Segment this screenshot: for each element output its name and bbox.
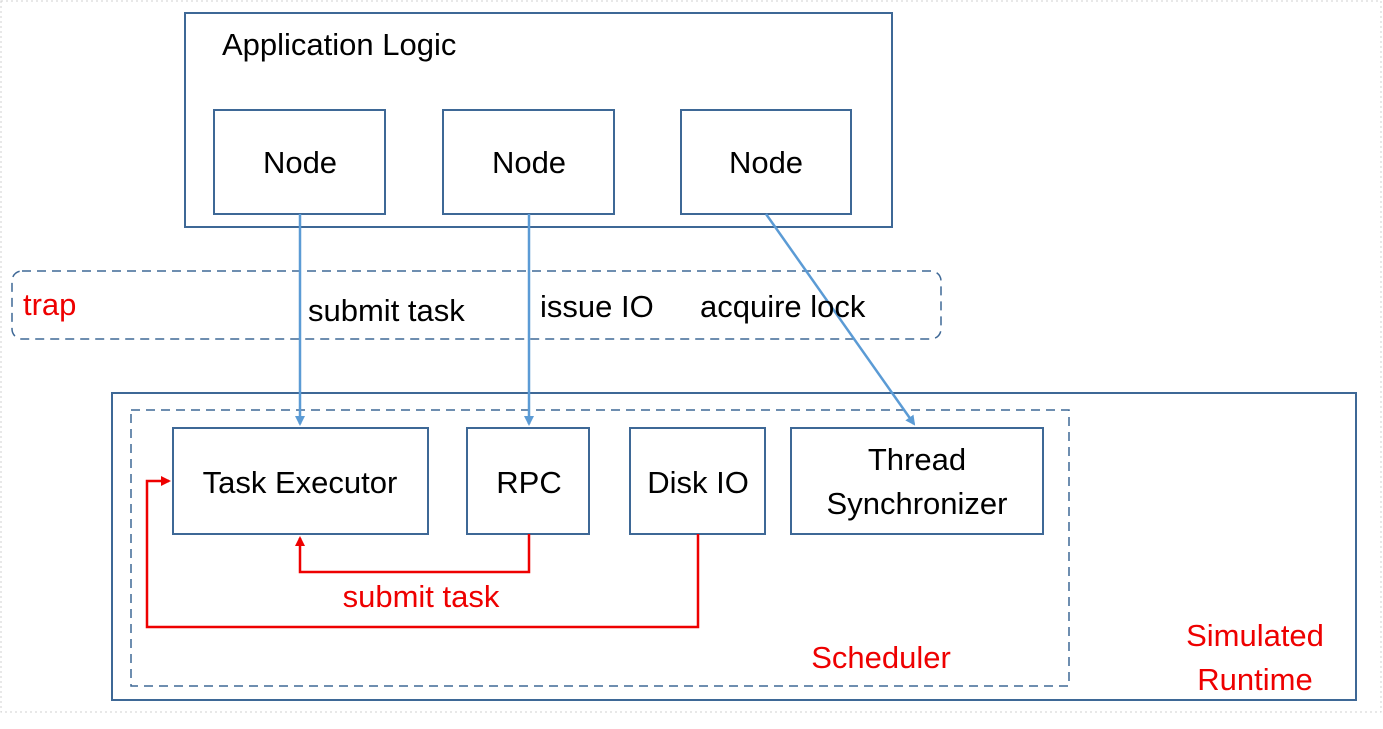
acquire-lock-arrow: [764, 213, 916, 426]
simulated-runtime-label-line2: Runtime: [1197, 662, 1312, 697]
node-1: Node: [213, 109, 386, 215]
trap-region: trap: [11, 270, 942, 340]
task-executor-box: Task Executor: [172, 427, 429, 535]
internal-submit-task-label: submit task: [343, 579, 500, 614]
disk-io-box: Disk IO: [629, 427, 766, 535]
node-1-label: Node: [263, 145, 337, 180]
disk-io-label: Disk IO: [647, 465, 749, 500]
outer-border: [0, 0, 1382, 713]
simulated-runtime-box: Simulated Runtime: [111, 392, 1357, 701]
node-3: Node: [680, 109, 852, 215]
rpc-label: RPC: [496, 465, 561, 500]
thread-synchronizer-box: Thread Synchronizer: [790, 427, 1044, 535]
submit-task-call-label: submit task: [308, 293, 465, 328]
rpc-submit-task-arrow: [295, 534, 531, 574]
application-logic-box: Application Logic: [184, 12, 893, 228]
thread-synchronizer-label-line1: Thread: [868, 442, 966, 477]
disk-io-submit-task-arrow: [145, 476, 700, 629]
task-executor-label: Task Executor: [203, 465, 398, 500]
scheduler-label: Scheduler: [811, 640, 951, 675]
simulated-runtime-label-line1: Simulated: [1186, 618, 1324, 653]
node-3-label: Node: [729, 145, 803, 180]
trap-label: trap: [23, 287, 76, 322]
rpc-box: RPC: [466, 427, 590, 535]
issue-io-call-label: issue IO: [540, 289, 654, 324]
application-logic-title: Application Logic: [222, 27, 456, 62]
node-2: Node: [442, 109, 615, 215]
acquire-lock-call-label: acquire lock: [700, 289, 866, 324]
scheduler-region: Scheduler: [130, 409, 1070, 687]
thread-synchronizer-label-line2: Synchronizer: [827, 486, 1008, 521]
node-2-label: Node: [492, 145, 566, 180]
